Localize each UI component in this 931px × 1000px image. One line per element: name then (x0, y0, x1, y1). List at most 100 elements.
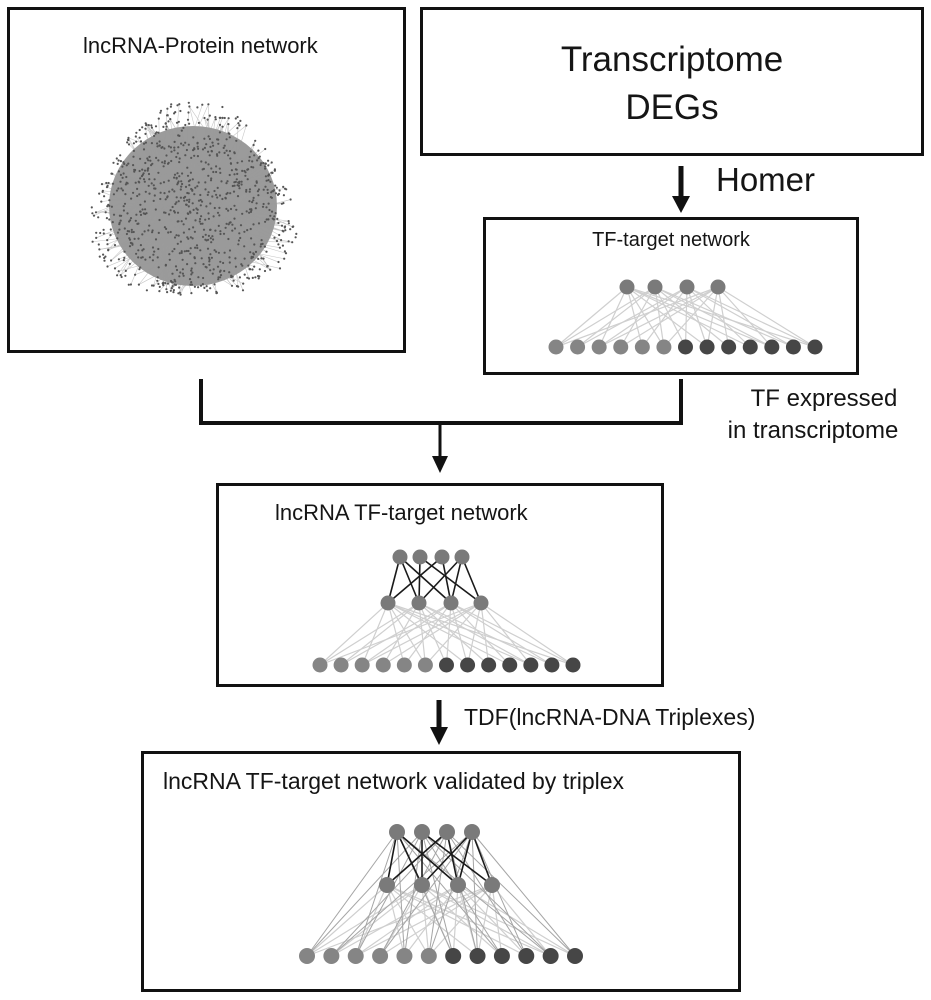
hairball-node (128, 230, 131, 233)
hairball-node (205, 285, 208, 288)
hairball-node (260, 162, 263, 165)
hairball-node (238, 276, 241, 279)
hairball-node (148, 256, 151, 259)
hairball-node (152, 284, 155, 287)
hairball-node (181, 268, 184, 271)
target-node-dark (481, 657, 497, 673)
hairball-edge (165, 207, 231, 251)
hairball-node (230, 284, 234, 287)
hairball-node (175, 201, 178, 204)
hairball-node (220, 180, 223, 183)
hairball-node (139, 203, 142, 206)
hairball-node (103, 195, 106, 198)
hairball-node (237, 181, 240, 184)
hairball-node (141, 126, 144, 129)
hairball-node (162, 125, 165, 128)
hairball-node (139, 140, 143, 143)
hairball-edge (193, 167, 230, 258)
hairball-edge (154, 179, 202, 201)
lncrna-target-edge (396, 831, 405, 957)
tf-target-edge (340, 602, 420, 666)
hairball-node (150, 182, 153, 185)
hairball-node (189, 247, 192, 250)
hairball-node (144, 190, 147, 193)
hairball-node (217, 278, 220, 281)
hairball-edge (126, 176, 167, 183)
hairball-node (194, 262, 197, 265)
hairball-node (284, 252, 288, 255)
hairball-node (192, 226, 195, 229)
hairball-node (231, 229, 234, 232)
hairball-node (158, 140, 161, 143)
hairball-node (127, 162, 130, 165)
hairball-node (122, 259, 125, 262)
hairball-node (239, 224, 243, 227)
hairball-node (234, 180, 237, 183)
tf-target-edge (686, 286, 794, 348)
hairball-node (248, 211, 251, 214)
hairball-node (190, 281, 193, 284)
lncrna-target-edge (330, 831, 448, 957)
hairball-node (176, 172, 179, 175)
hairball-node (173, 140, 176, 143)
lncrna-tf-edge (396, 831, 423, 886)
hairball-node (175, 177, 178, 180)
hairball-node (266, 191, 269, 195)
hairball-edge (160, 157, 192, 167)
tf-target-edge (361, 602, 452, 666)
hairball-node (157, 231, 160, 234)
hairball-node (269, 268, 272, 271)
hairball-node (210, 177, 213, 180)
target-node-light (333, 657, 349, 673)
lncrna-tf-edges (386, 831, 493, 886)
hairball-edge (192, 185, 202, 217)
hairball-node (253, 265, 256, 268)
hairball-node (245, 124, 248, 127)
tf-target-edge (491, 884, 552, 957)
target-node-dark (764, 339, 780, 355)
hairball-node (262, 188, 265, 191)
hairball-node (212, 215, 215, 218)
hairball-node (174, 265, 178, 268)
hairball-edge (226, 193, 239, 287)
hairball-node (146, 167, 149, 171)
hairball-node (194, 219, 197, 222)
hairball-node (124, 274, 127, 277)
hairball-node (238, 187, 241, 190)
hairball-node (209, 179, 213, 182)
hairball-node (162, 181, 166, 184)
lncrna-tf-edge (386, 831, 448, 886)
tf-target-edge (466, 602, 482, 666)
target-node-dark (502, 657, 518, 673)
degs-label: DEGs (625, 88, 719, 127)
lncrna-target-edge (355, 831, 398, 957)
hairball-node (281, 244, 284, 247)
hairball-node (225, 182, 228, 185)
hairball-edge (220, 192, 268, 219)
hairball-node (154, 125, 158, 128)
hairball-node (260, 257, 263, 260)
hairball-node (218, 206, 221, 209)
hairball-node (212, 268, 215, 271)
hairball-node (103, 256, 106, 260)
hairball-node (194, 246, 197, 249)
hairball-node (204, 161, 207, 164)
hairball-node (262, 257, 265, 260)
hairball-node (266, 264, 269, 268)
hairball-node (181, 258, 184, 261)
hairball-node (137, 222, 140, 225)
target-node-dark (469, 948, 486, 964)
hairball-node (94, 211, 98, 214)
lncrna-tf-edge (418, 556, 463, 604)
hairball-node (227, 117, 230, 120)
hairball-node (106, 184, 109, 187)
hairball-node (248, 159, 251, 162)
hairball-node (121, 176, 124, 179)
hairball-node (151, 259, 154, 262)
hairball-node (150, 284, 154, 287)
hairball-node (234, 265, 237, 268)
hairball-node (90, 206, 93, 209)
hairball-node (201, 148, 205, 151)
hairball-node (164, 263, 167, 266)
hairball-edge (108, 231, 159, 250)
